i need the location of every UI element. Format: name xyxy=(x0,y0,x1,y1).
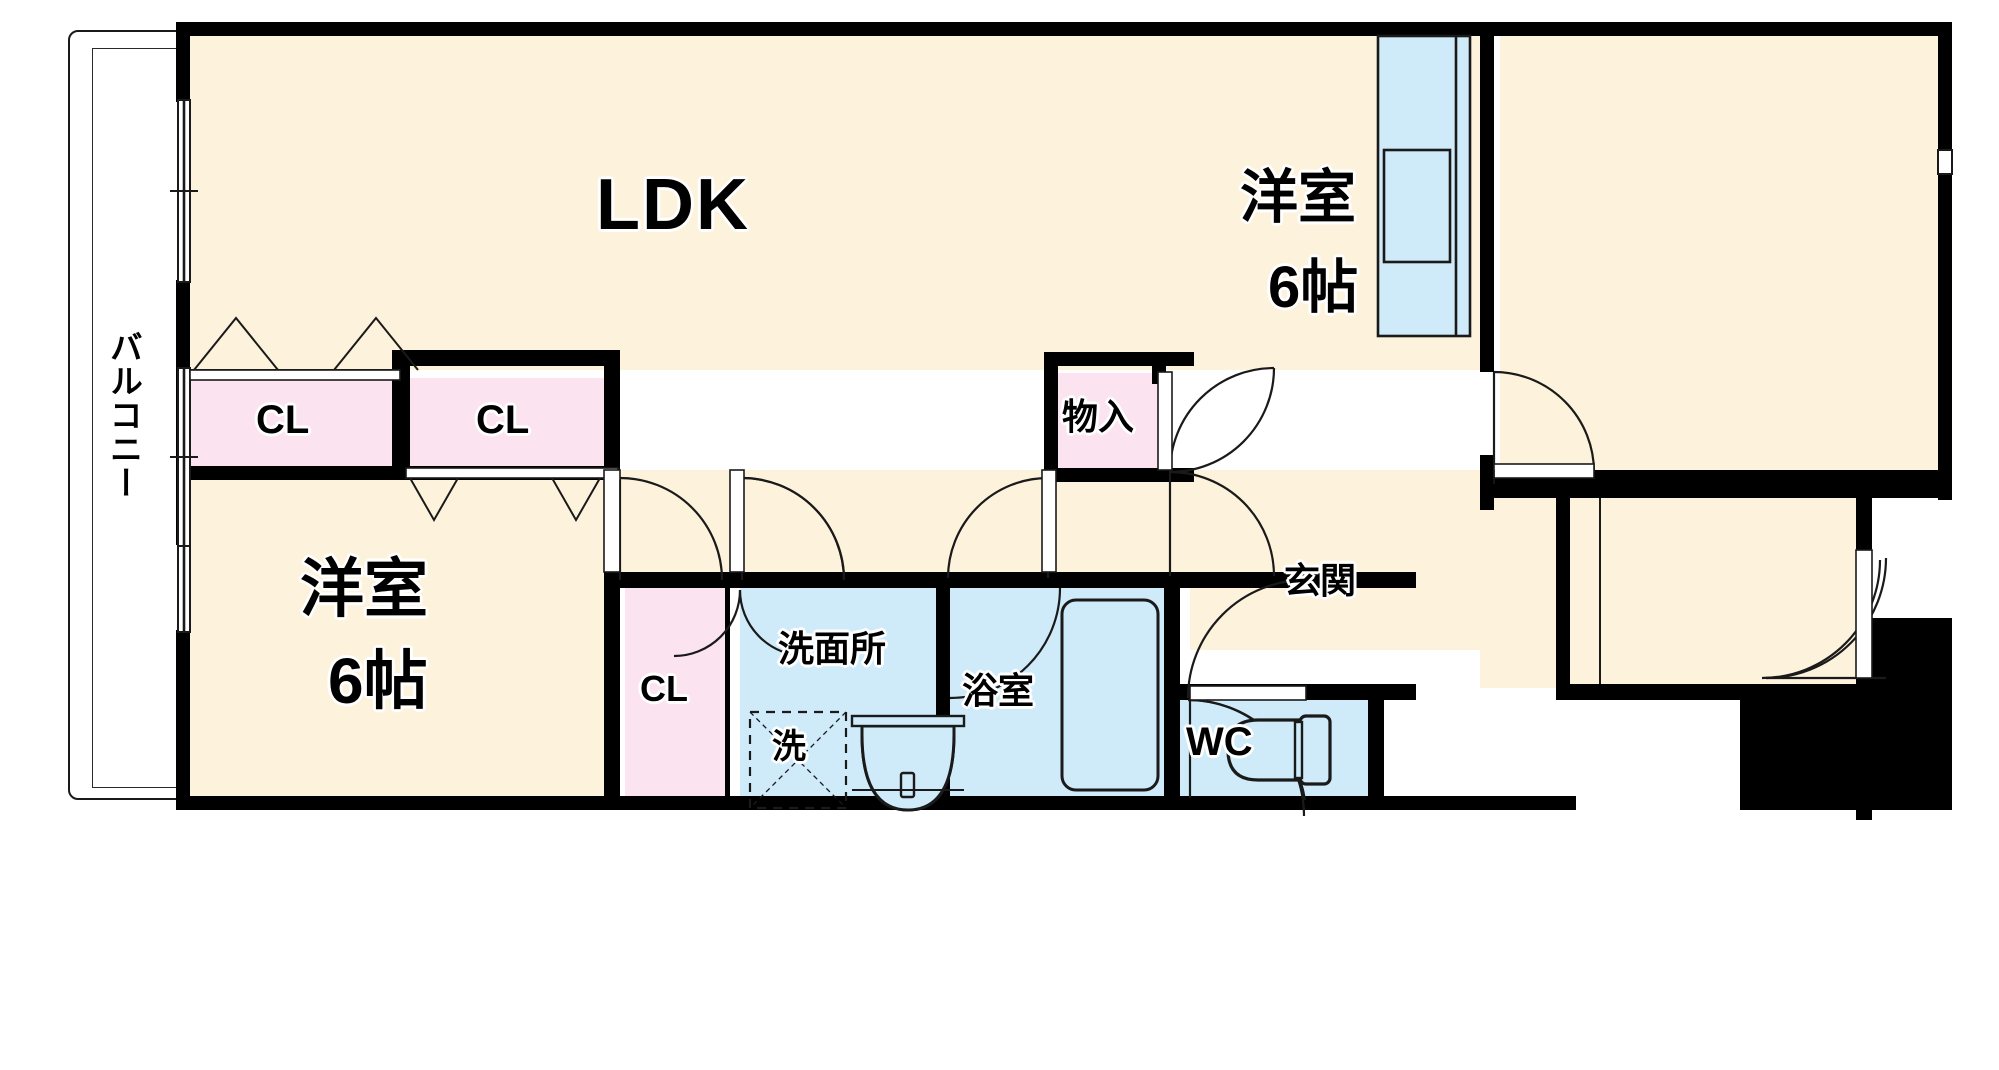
room-storage[interactable] xyxy=(1053,373,1158,470)
black-block-lower-right-2 xyxy=(1856,618,1952,810)
balcony-label: バルコニー xyxy=(105,330,143,500)
room-label-bedroom-right: 洋室 xyxy=(1240,165,1357,230)
wall-genkan-vert xyxy=(1556,484,1570,700)
wall-bathroom-left xyxy=(936,580,950,804)
toilet-label: WC xyxy=(1186,720,1253,764)
room-closet-2[interactable] xyxy=(408,378,616,470)
wall-closet-top xyxy=(404,350,620,366)
wall-storage-left xyxy=(1044,352,1058,482)
wall-closet-divider xyxy=(392,350,410,478)
wall-ldk-bedroom-right-divider xyxy=(1480,22,1494,372)
wall-bottom-left xyxy=(176,796,1376,810)
wall-storage-bottom xyxy=(1044,468,1194,482)
wall-genkan-top xyxy=(1480,484,1952,498)
closet-label-1: CL xyxy=(256,398,310,442)
wall-wc-right xyxy=(1368,684,1384,810)
wall-left-lower-3 xyxy=(176,630,190,810)
wall-ldk-right-lower xyxy=(1152,352,1166,382)
wall-genkan-bottom xyxy=(1570,684,1872,700)
wall-left-lower xyxy=(176,280,190,290)
room-size-bedroom-right: 6帖 xyxy=(1268,255,1359,320)
storage-label: 物入 xyxy=(1062,396,1135,437)
wall-ldk-bottom-left xyxy=(176,362,190,480)
wall-storage-top xyxy=(1044,352,1194,366)
washer-label: 洗 xyxy=(772,728,806,766)
wall-washroom-closet-divider xyxy=(725,588,730,800)
wall-left-upper xyxy=(176,22,190,102)
wall-top-outer xyxy=(176,22,1952,36)
room-size-bedroom-left: 6帖 xyxy=(328,645,428,717)
room-bedroom-left[interactable] xyxy=(188,470,620,800)
wall-washroom-left xyxy=(604,572,620,804)
room-closet-1[interactable] xyxy=(188,378,398,470)
wall-right-outer-upper xyxy=(1938,22,1952,152)
room-washroom[interactable] xyxy=(740,588,940,800)
wall-genkan-right-upper xyxy=(1856,484,1872,618)
wall-bedroom-left-top xyxy=(176,466,620,480)
room-bedroom-right[interactable] xyxy=(1500,32,1940,480)
washroom-label: 洗面所 xyxy=(778,628,887,669)
room-label-bedroom-left: 洋室 xyxy=(300,553,428,625)
wall-hall-bottom-1 xyxy=(604,572,940,588)
room-genkan[interactable] xyxy=(1570,498,1870,688)
closet-label-2: CL xyxy=(476,398,530,442)
wall-bedroom-right-bottom xyxy=(1490,470,1952,484)
balcony-inner-edge xyxy=(92,48,188,788)
bathroom-label: 浴室 xyxy=(962,670,1035,711)
wall-right-outer-mid xyxy=(1938,170,1952,500)
closet-label-3: CL xyxy=(640,668,688,709)
wall-bottom-right xyxy=(1368,796,1576,810)
wall-left-mid xyxy=(176,290,190,370)
room-label-ldk: LDK xyxy=(596,165,750,245)
wall-hall-bottom-2 xyxy=(940,572,1180,588)
wall-ldk-bedroom-right-divider-low xyxy=(1480,455,1494,484)
entrance-label: 玄関 xyxy=(1284,560,1357,601)
